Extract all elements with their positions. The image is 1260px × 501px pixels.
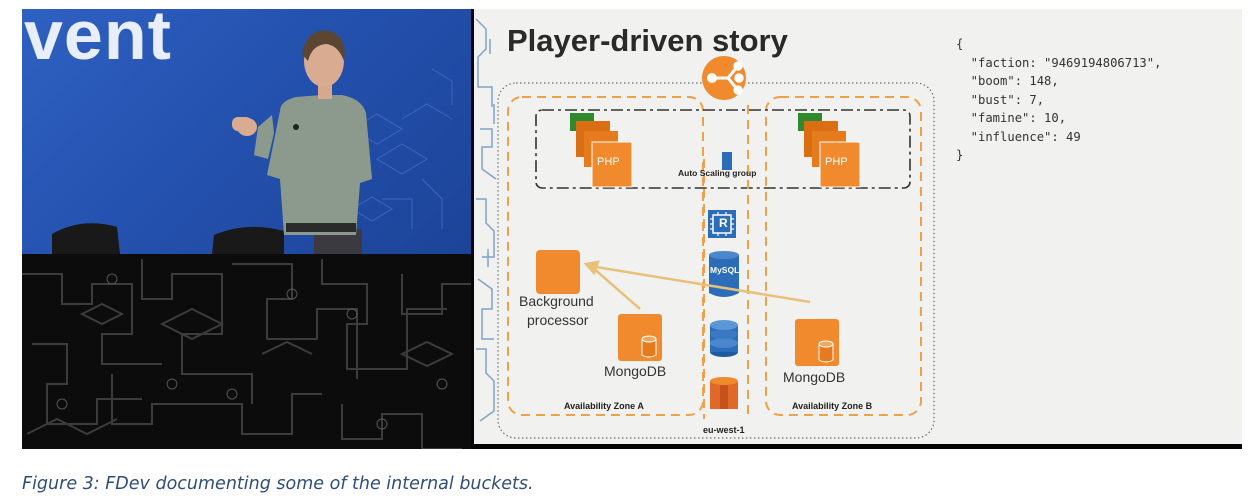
stage-scene (52, 30, 453, 254)
php-label-b: PHP (825, 156, 848, 168)
php-label-a: PHP (597, 156, 620, 168)
rds-chip-icon (708, 210, 736, 238)
zone-b-label: Availability Zone B (792, 401, 873, 411)
mongodb-icon-a (618, 314, 662, 361)
stage-chair-right (212, 226, 284, 254)
slide-left-ornament (475, 18, 497, 422)
background-processor-label-line2: processor (527, 312, 589, 328)
data-flow-arrows (583, 260, 811, 310)
zone-a-label: Availability Zone A (564, 401, 644, 411)
php-instances-icon-b (798, 113, 861, 188)
s3-bucket-icon (710, 377, 738, 409)
architecture-diagram (497, 56, 935, 439)
slide-title: Player-driven story (507, 23, 788, 58)
json-code-snippet: { "faction: "9469194806713", "boom": 148… (956, 37, 1162, 162)
mongodb-label-a: MongoDB (604, 363, 667, 379)
figure-caption: Figure 3: FDev documenting some of the i… (22, 474, 534, 494)
background-processor-label-line1: Background (519, 293, 594, 309)
dynamodb-icon (710, 320, 738, 357)
video-frame: vent (22, 9, 1242, 449)
region-label: eu-west-1 (703, 425, 745, 435)
rds-icon-letter: R (719, 216, 728, 230)
mongodb-label-b: MongoDB (783, 369, 846, 385)
stage-logo-text: vent (24, 9, 172, 74)
load-balancer-icon (702, 56, 746, 100)
speaker-video: vent (22, 9, 471, 449)
auto-scaling-group-box (535, 109, 911, 189)
stage-chair-left (52, 223, 120, 254)
mongodb-icon-b (795, 319, 839, 366)
auto-scaling-group-label: Auto Scaling group (678, 168, 757, 178)
dark-maze-pattern (22, 254, 471, 449)
php-instances-icon-a (570, 113, 633, 188)
mysql-label: MySQL (710, 265, 740, 275)
stage-backdrop: vent (22, 9, 471, 254)
presentation-slide: Player-driven story (474, 9, 1242, 444)
background-processor-icon (536, 250, 580, 294)
speaker-figure (232, 30, 372, 254)
availability-zone-b (765, 96, 922, 416)
